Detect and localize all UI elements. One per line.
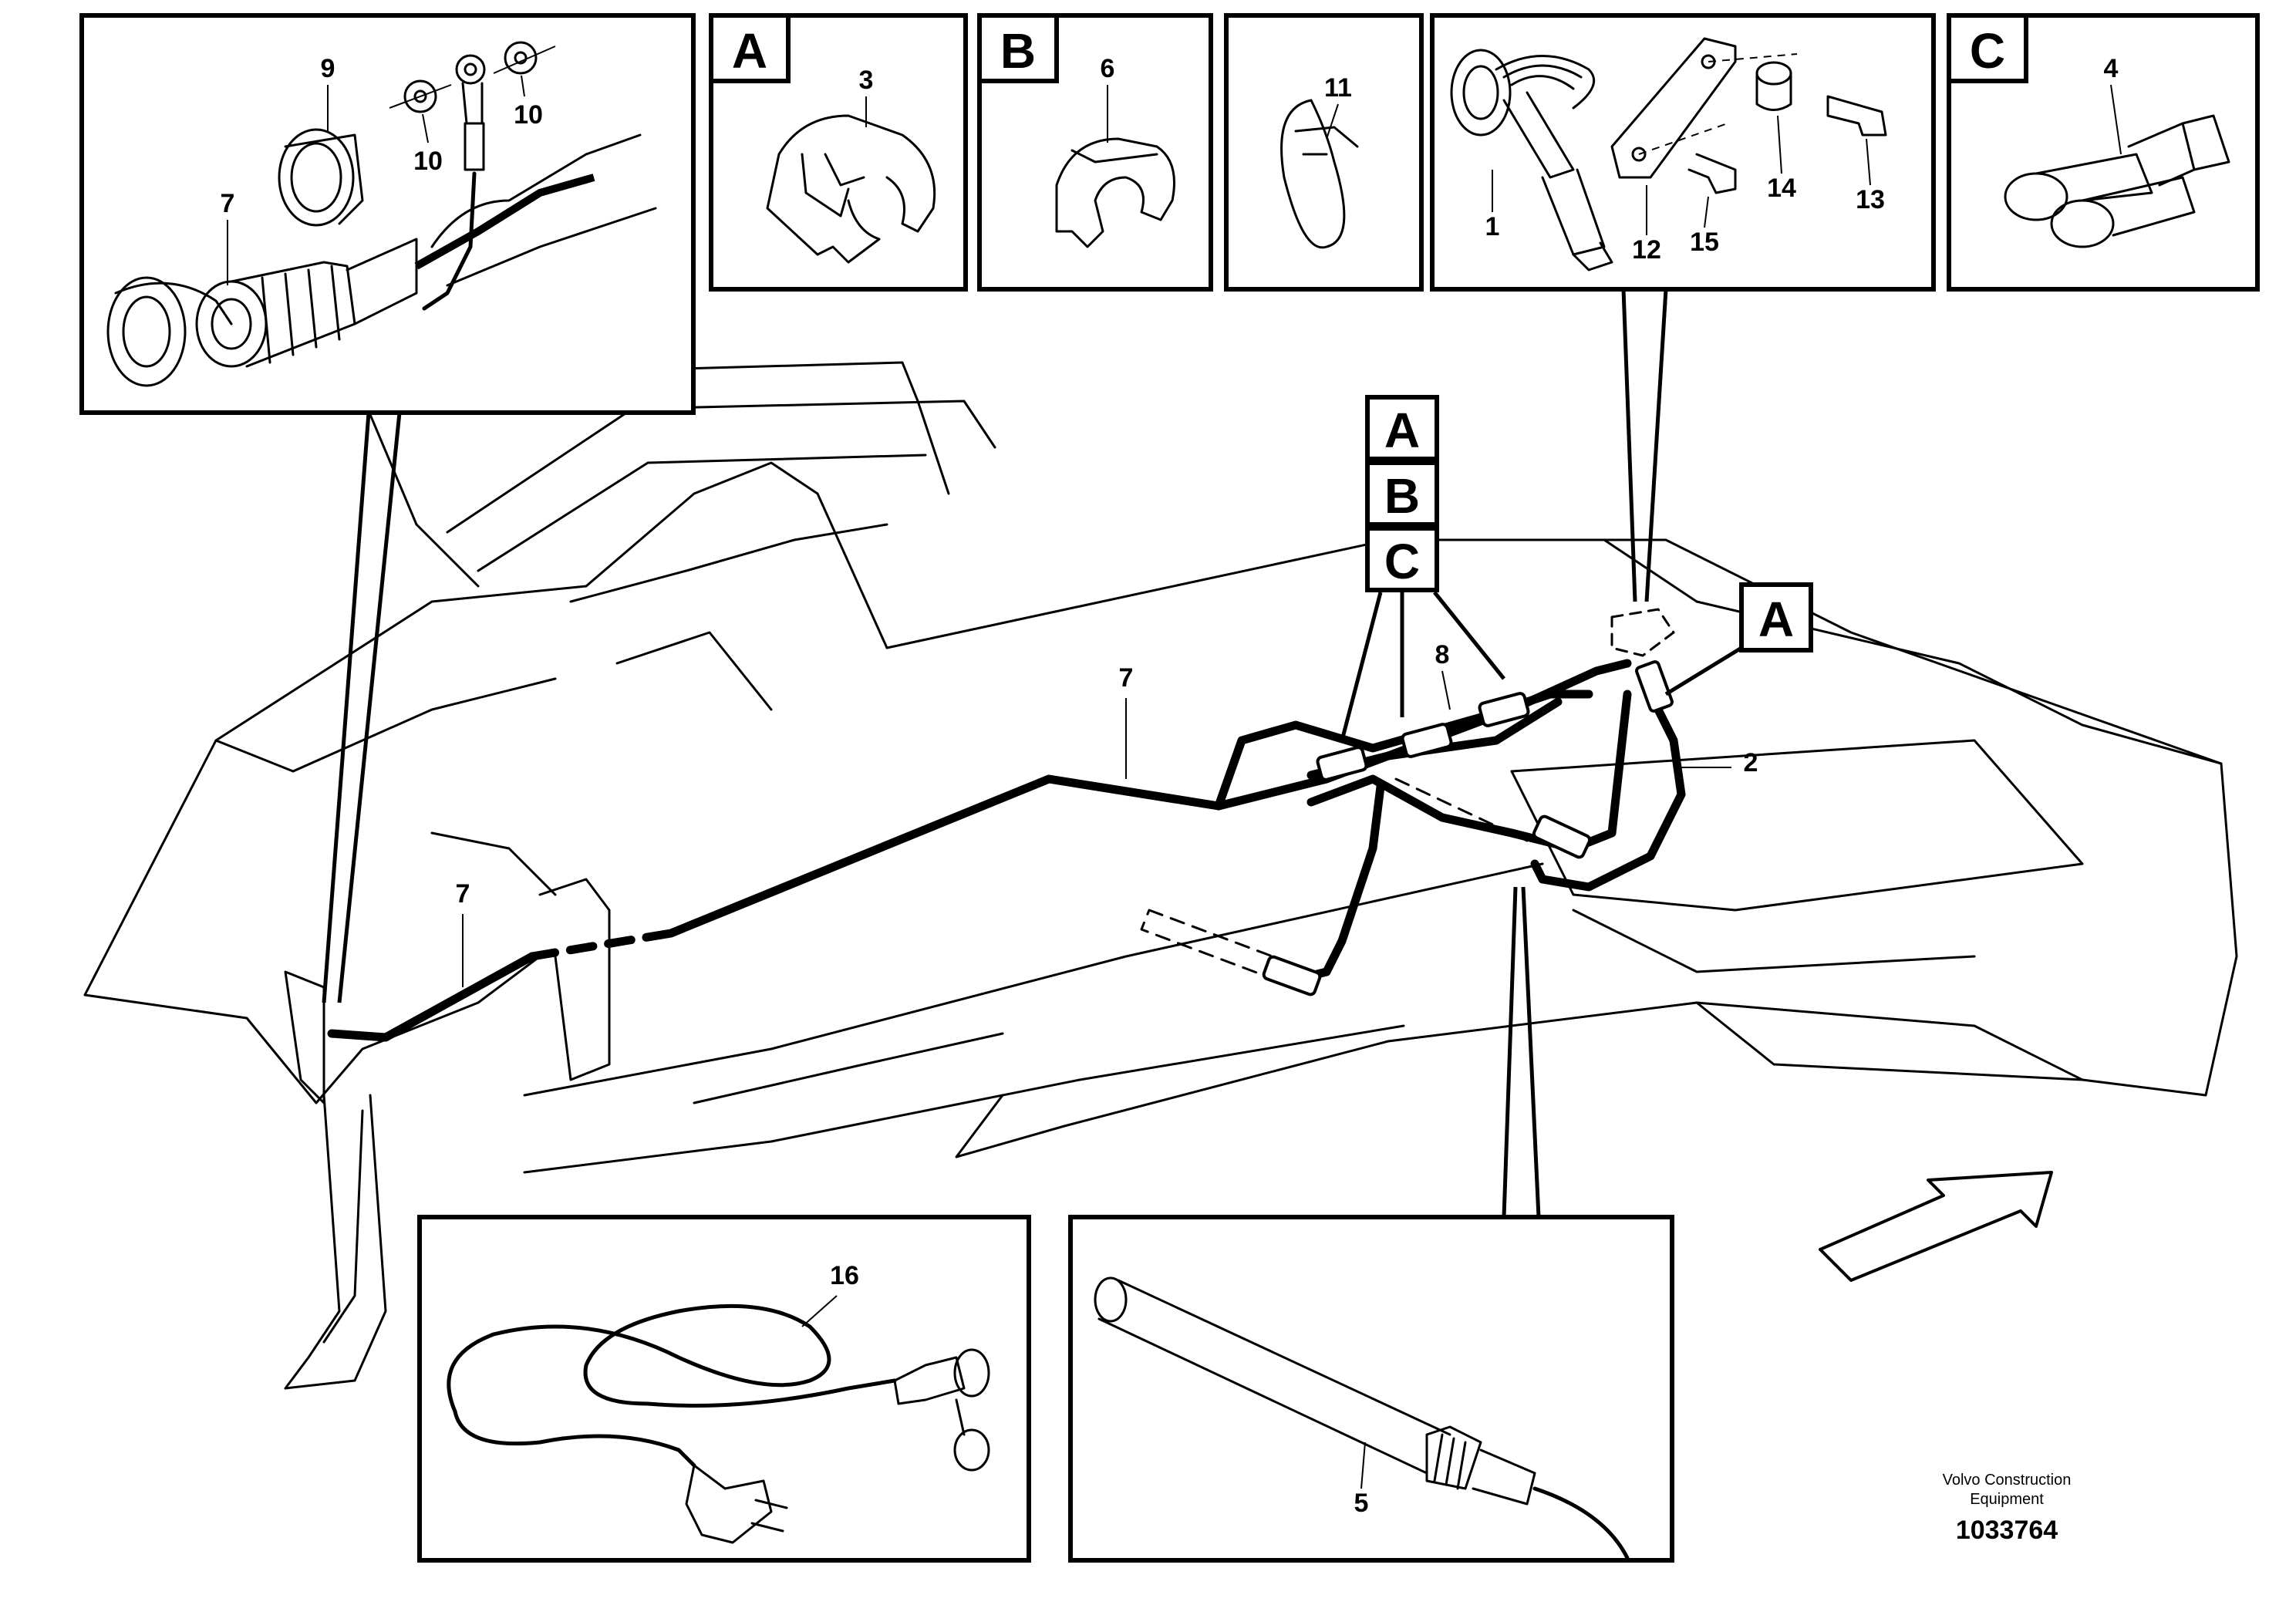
callout-4: 4 bbox=[2104, 54, 2119, 83]
cable-loop-upper bbox=[1214, 690, 1593, 811]
callout-5: 5 bbox=[1354, 1489, 1369, 1518]
callout-15: 15 bbox=[1690, 228, 1719, 257]
company-name-line1: Volvo Construction bbox=[1943, 1472, 2072, 1489]
callout-8: 8 bbox=[1435, 640, 1450, 669]
stack-letter-b: B bbox=[1384, 468, 1420, 524]
inset-extension-cable: 16 bbox=[417, 1215, 1031, 1563]
right-letter-a: A bbox=[1758, 592, 1794, 647]
cable-down-left bbox=[1291, 782, 1385, 984]
company-name-line2: Equipment bbox=[1970, 1491, 2044, 1508]
panel-letter-b: B bbox=[1000, 23, 1036, 79]
callout-14: 14 bbox=[1767, 174, 1796, 203]
callout-7-inset: 7 bbox=[221, 189, 235, 218]
panel-b-clip: B 6 bbox=[977, 13, 1213, 292]
view-letter-stack: A B C bbox=[1340, 395, 1505, 741]
cable-harness bbox=[327, 608, 1686, 1042]
panel-bracket: 1 12 15 14 13 bbox=[1430, 13, 1936, 602]
callout-16: 16 bbox=[830, 1261, 859, 1290]
callout-7-upper: 7 bbox=[1119, 663, 1134, 693]
callout-10-right: 10 bbox=[514, 100, 543, 130]
cable-7-rear bbox=[327, 952, 537, 1042]
right-box-a bbox=[1739, 582, 1813, 653]
callout-9: 9 bbox=[321, 54, 335, 83]
callout-13: 13 bbox=[1856, 185, 1885, 214]
right-view-letter: A bbox=[1664, 582, 1813, 696]
inset-heater-element: 5 bbox=[1068, 886, 1674, 1563]
cable-2 bbox=[1530, 690, 1686, 892]
forward-arrow-icon bbox=[1819, 1171, 2053, 1282]
stack-box-a bbox=[1365, 395, 1439, 461]
main-callouts: 7 7 8 2 bbox=[456, 640, 1758, 987]
panel-cable-tie: 11 bbox=[1224, 13, 1424, 292]
callout-6: 6 bbox=[1101, 54, 1115, 83]
cable-7-mid bbox=[528, 929, 676, 961]
callout-2: 2 bbox=[1744, 748, 1758, 777]
panel-a-clip: A 3 bbox=[709, 13, 968, 292]
callout-11: 11 bbox=[1324, 73, 1352, 103]
footer-credit: Volvo Construction Equipment 1033764 bbox=[1943, 1472, 2072, 1545]
callout-3: 3 bbox=[859, 66, 874, 95]
stack-letter-a: A bbox=[1384, 403, 1420, 458]
stack-letter-c: C bbox=[1384, 534, 1420, 589]
callout-1: 1 bbox=[1485, 212, 1500, 241]
panel-letter-a: A bbox=[732, 23, 767, 79]
callout-7-lower: 7 bbox=[456, 879, 470, 909]
callout-10-left: 10 bbox=[413, 147, 443, 176]
panel-c-connector: C 4 bbox=[1947, 13, 2260, 292]
stack-box-c bbox=[1365, 526, 1439, 592]
stack-box-b bbox=[1365, 460, 1439, 527]
document-number: 1033764 bbox=[1956, 1516, 2058, 1545]
callout-12: 12 bbox=[1632, 235, 1661, 265]
panel-letter-c: C bbox=[1970, 23, 2005, 79]
machine-frame bbox=[83, 361, 2238, 1390]
inset-socket-detail: 9 7 10 10 bbox=[79, 13, 696, 1003]
